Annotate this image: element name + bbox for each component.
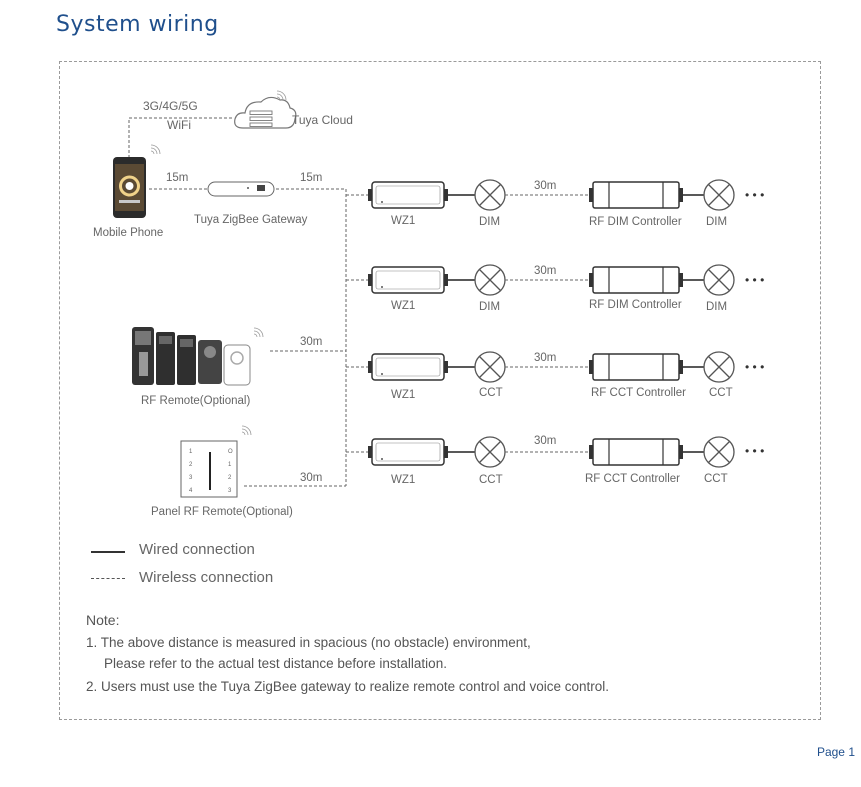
load2-label: DIM	[706, 216, 727, 228]
load2-label: CCT	[709, 387, 733, 399]
panel-remote-distance: 30m	[300, 472, 322, 484]
page-number: Page 1	[816, 745, 855, 759]
svg-text:4: 4	[189, 488, 193, 494]
wired-legend-swatch	[91, 551, 125, 553]
svg-text:1: 1	[228, 462, 232, 468]
row-2: WZ1 DIM 30m RF DIM Controller DIM • • •	[346, 264, 764, 313]
wz1-receiver-icon	[367, 181, 449, 209]
load2-label: CCT	[704, 473, 728, 485]
note-heading: Note:	[86, 612, 120, 628]
link-distance: 30m	[534, 265, 556, 277]
link-distance: 30m	[534, 180, 556, 192]
panel-remote-left-keys: 1 2 3 4	[189, 449, 193, 494]
lamp-icon	[703, 436, 735, 468]
wired-legend-label: Wired connection	[139, 541, 255, 558]
phone-cloud-link	[128, 117, 234, 158]
panel-remote-icon	[180, 425, 252, 498]
controller-label: RF DIM Controller	[589, 299, 682, 311]
row-1: WZ1 DIM 30m RF DIM Controller DIM • • •	[346, 179, 764, 228]
controller-label: RF DIM Controller	[589, 216, 682, 228]
load1-label: CCT	[479, 387, 503, 399]
row-4: WZ1 CCT 30m RF CCT Controller CCT • • •	[346, 435, 764, 486]
note-line-2: 2. Users must use the Tuya ZigBee gatewa…	[86, 679, 610, 694]
gateway-distance-out: 15m	[300, 172, 322, 184]
svg-text:3: 3	[189, 475, 193, 481]
gateway-distance-in: 15m	[166, 172, 188, 184]
controller-icon	[588, 266, 684, 294]
panel-remote-right-keys: O 1 2 3	[228, 449, 233, 494]
lamp-icon	[474, 179, 506, 211]
wz1-receiver-icon	[367, 353, 449, 381]
cloud-wifi-label: WiFi	[167, 118, 191, 132]
lamp-icon	[474, 351, 506, 383]
rf-remote-distance: 30m	[300, 336, 322, 348]
more-indicator: • • •	[745, 360, 764, 374]
svg-text:O: O	[228, 449, 233, 455]
note-line-1b: Please refer to the actual test distance…	[104, 656, 447, 671]
more-indicator: • • •	[745, 273, 764, 287]
receiver-label: WZ1	[391, 300, 415, 312]
svg-text:3: 3	[228, 488, 232, 494]
controller-label: RF CCT Controller	[585, 473, 680, 485]
rf-remote-label: RF Remote(Optional)	[141, 395, 250, 407]
svg-text:2: 2	[189, 462, 193, 468]
mobile-phone-icon	[113, 144, 161, 218]
more-indicator: • • •	[745, 444, 764, 458]
controller-icon	[588, 181, 684, 209]
controller-label: RF CCT Controller	[591, 387, 686, 399]
row-3: WZ1 CCT 30m RF CCT Controller CCT • • •	[346, 351, 764, 401]
svg-text:1: 1	[189, 449, 193, 455]
mobile-phone-label: Mobile Phone	[93, 227, 163, 239]
more-indicator: • • •	[745, 188, 764, 202]
diagram-frame	[59, 61, 821, 720]
cloud-icon	[234, 90, 297, 129]
lamp-icon	[703, 179, 735, 211]
gateway-icon	[207, 181, 275, 197]
receiver-label: WZ1	[391, 389, 415, 401]
controller-icon	[588, 353, 684, 381]
wireless-legend-label: Wireless connection	[139, 569, 274, 586]
svg-text:2: 2	[228, 475, 232, 481]
load1-label: DIM	[479, 216, 500, 228]
cloud-label: Tuya Cloud	[292, 113, 353, 127]
rf-remote-icon	[132, 327, 264, 386]
lamp-icon	[703, 351, 735, 383]
load1-label: DIM	[479, 301, 500, 313]
lamp-icon	[474, 264, 506, 296]
receiver-label: WZ1	[391, 474, 415, 486]
load1-label: CCT	[479, 474, 503, 486]
wireless-legend-swatch	[91, 578, 125, 579]
gateway-label: Tuya ZigBee Gateway	[194, 214, 308, 226]
note-line-1: 1. The above distance is measured in spa…	[86, 635, 531, 650]
page-title: System wiring	[56, 12, 219, 37]
link-distance: 30m	[534, 435, 556, 447]
panel-remote-label: Panel RF Remote(Optional)	[151, 506, 293, 518]
load2-label: DIM	[706, 301, 727, 313]
wz1-receiver-icon	[367, 438, 449, 466]
wz1-receiver-icon	[367, 266, 449, 294]
link-distance: 30m	[534, 352, 556, 364]
cloud-network-label: 3G/4G/5G	[143, 99, 198, 113]
lamp-icon	[703, 264, 735, 296]
controller-icon	[588, 438, 684, 466]
lamp-icon	[474, 436, 506, 468]
receiver-label: WZ1	[391, 215, 415, 227]
